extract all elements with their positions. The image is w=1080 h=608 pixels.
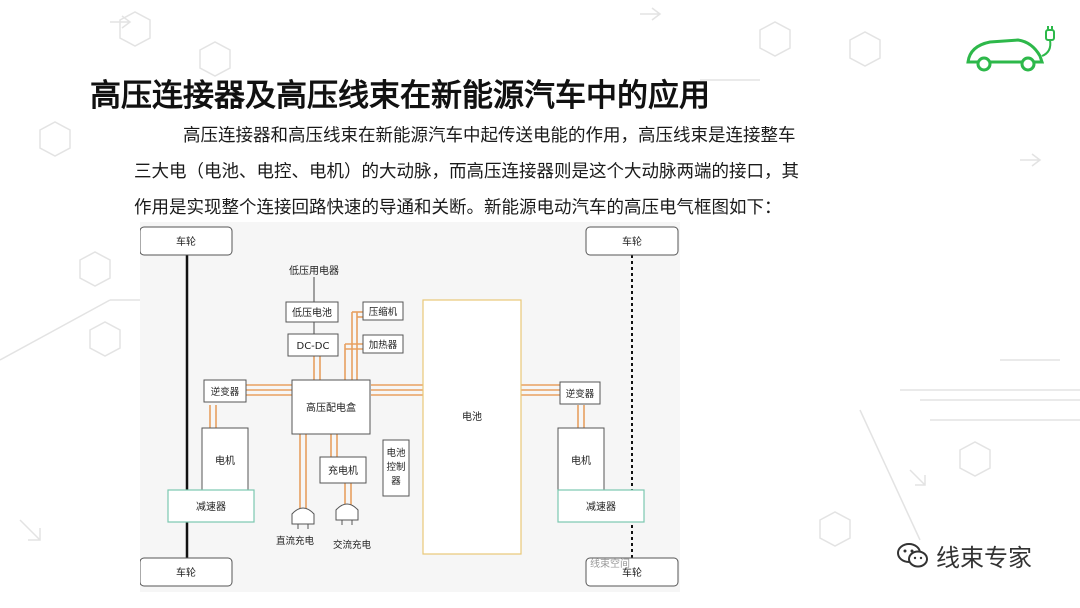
low-voltage-appliance-label: 低压用电器 — [289, 264, 339, 277]
charger — [319, 456, 367, 484]
intro-line-3: 作用是实现整个连接回路快速的导通和关断。新能源电动汽车的高压电气框图如下： — [134, 198, 782, 218]
dc-charging-label: 直流充电 — [276, 535, 315, 547]
wheel-bottom-right — [585, 557, 679, 587]
hv-wiring — [209, 311, 585, 512]
inverter-right — [559, 381, 601, 405]
wheel-top-left-label: 车轮 — [176, 235, 196, 248]
wheel-bottom-left — [140, 557, 233, 587]
battery-pack-label: 电池 — [462, 410, 482, 423]
heater-label: 加热器 — [369, 339, 398, 351]
hv-electrical-block-diagram: 车轮 车轮 车轮 车轮 低压用电器 低压电池 DC-DC 压缩机 加热器 逆变器… — [140, 222, 680, 592]
dcdc-label: DC-DC — [297, 341, 330, 352]
page-title: 高压连接器及高压线束在新能源汽车中的应用 — [90, 78, 710, 114]
wheel-bottom-left-label: 车轮 — [176, 566, 196, 579]
inverter-left — [203, 379, 247, 403]
battery-pack — [422, 299, 522, 555]
compressor — [362, 301, 404, 321]
reducer-left — [167, 489, 255, 523]
wheel-top-right-label: 车轮 — [622, 235, 642, 248]
wechat-watermark: 线束专家 — [896, 538, 1032, 573]
watermark-text: 线束专家 — [936, 544, 1032, 572]
diagram-background — [140, 222, 680, 592]
motor-right — [557, 427, 605, 491]
battery-controller-label-3: 器 — [391, 476, 401, 487]
reducer-right-label: 减速器 — [586, 501, 616, 513]
compressor-label: 压缩机 — [369, 306, 398, 318]
inverter-right-label: 逆变器 — [566, 388, 595, 400]
heater — [362, 334, 404, 354]
wheel-bottom-right-label: 车轮 — [622, 566, 642, 579]
low-voltage-battery-label: 低压电池 — [292, 306, 332, 319]
dcdc — [287, 333, 339, 357]
wheel-top-right — [585, 226, 679, 256]
hv-distribution-box-label: 高压配电盒 — [306, 401, 356, 414]
reducer-left-label: 减速器 — [196, 501, 226, 513]
battery-controller-label-2: 控制 — [386, 461, 405, 473]
motor-right-label: 电机 — [571, 454, 591, 467]
inverter-left-label: 逆变器 — [211, 386, 240, 398]
charger-label: 充电机 — [328, 464, 358, 477]
reducer-right — [557, 489, 645, 523]
electric-car-logo — [960, 22, 1060, 80]
ac-charging-label: 交流充电 — [333, 539, 372, 551]
motor-left-label: 电机 — [215, 454, 235, 467]
battery-controller-label-1: 电池 — [386, 447, 406, 459]
hv-distribution-box — [291, 379, 371, 435]
dc-charging-plug-icon — [291, 507, 315, 525]
wheel-top-left — [140, 226, 233, 256]
intro-line-1: 高压连接器和高压线束在新能源汽车中起传送电能的作用，高压线束是连接整车 — [183, 126, 796, 146]
battery-controller — [382, 439, 410, 497]
low-voltage-battery — [285, 301, 339, 323]
ac-charging-plug-icon — [335, 503, 359, 521]
wechat-icon — [897, 542, 928, 567]
intro-line-2: 三大电（电池、电控、电机）的大动脉，而高压连接器则是这个大动脉两端的接口，其 — [134, 162, 799, 182]
diagram-watermark: 线束空间 — [590, 557, 630, 570]
